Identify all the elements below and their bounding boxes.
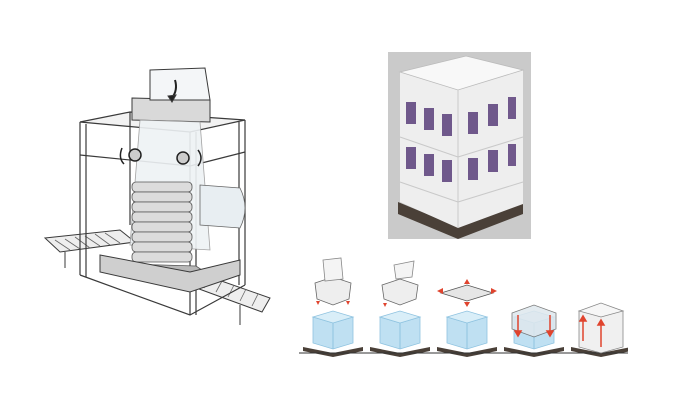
steps-drawing [298, 257, 628, 358]
hood-head [131, 67, 211, 123]
step-2-film-feed [365, 260, 435, 358]
step-1-hood-open [298, 257, 368, 358]
stretch-rollers [119, 147, 202, 167]
hooding-sequence-diagram [298, 255, 628, 365]
step-5-sealed [566, 302, 628, 358]
stretch-hood-machine-illustration [40, 60, 285, 335]
step-3-stretch [432, 279, 502, 358]
bucket-labels [406, 97, 516, 182]
film-roll [199, 184, 246, 229]
machine-base [99, 254, 241, 293]
pallet-photo-image [388, 52, 531, 239]
step-4-lower-hood [499, 304, 569, 358]
wrapped-pallet-photo [388, 52, 531, 239]
machine-drawing [43, 67, 271, 325]
